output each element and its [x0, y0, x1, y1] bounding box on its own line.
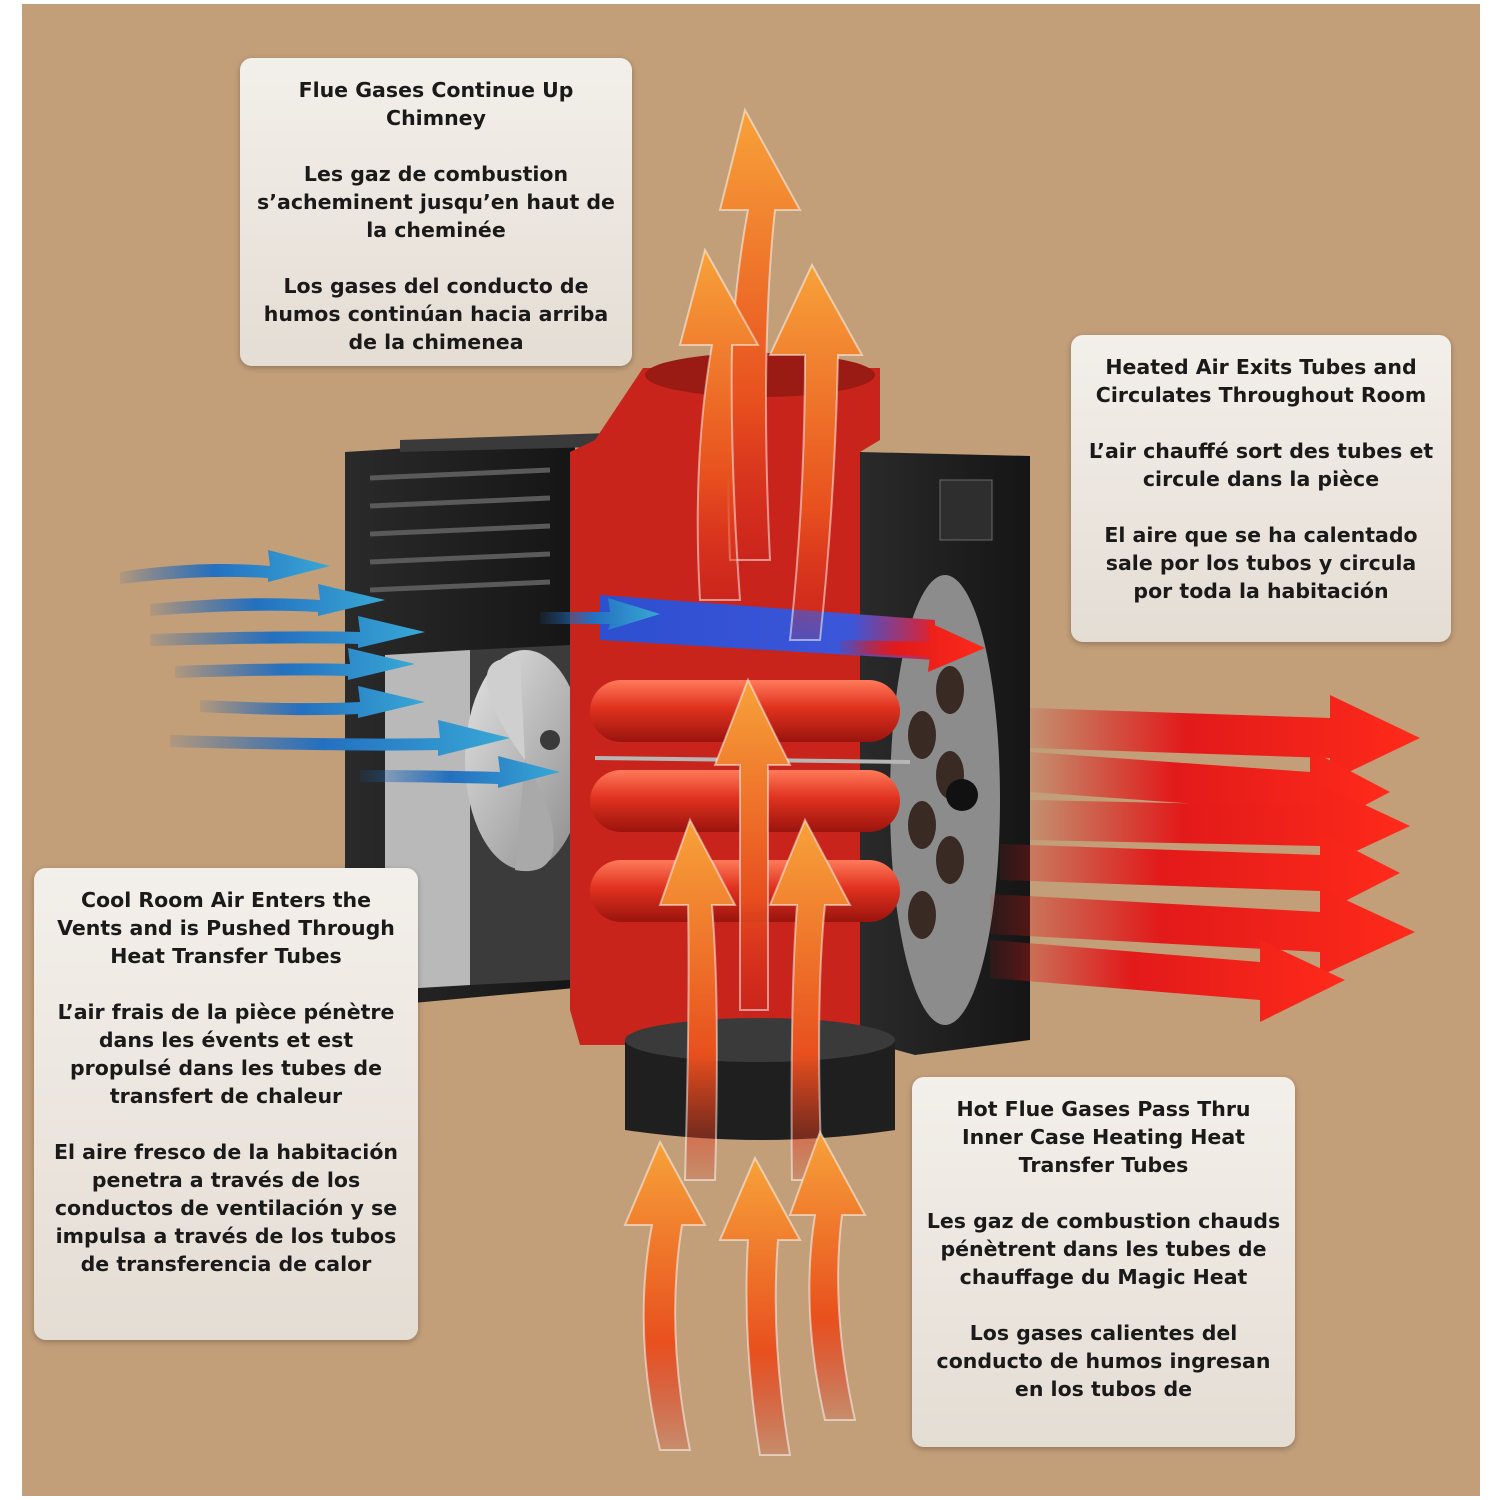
callout-cool-air-en: Cool Room Air Enters the Vents and is Pu… — [57, 888, 395, 968]
callout-flue-gases-es: Los gases del conducto de humos continúa… — [263, 274, 609, 354]
heated-air-arrow — [840, 622, 1420, 1022]
callout-cool-air-fr: L’air frais de la pièce pénètre dans les… — [57, 1000, 395, 1108]
callout-hot-flue-fr: Les gaz de combustion chauds pénètrent d… — [926, 1209, 1281, 1289]
callout-heated-air: Heated Air Exits Tubes and Circulates Th… — [1071, 335, 1451, 642]
callout-hot-flue-es: Los gases calientes del conducto de humo… — [936, 1321, 1271, 1401]
callout-flue-gases: Flue Gases Continue Up Chimney Les gaz d… — [240, 58, 632, 366]
callout-hot-flue-gases: Hot Flue Gases Pass Thru Inner Case Heat… — [912, 1077, 1295, 1447]
right-case — [860, 452, 1030, 1055]
callout-cool-air: Cool Room Air Enters the Vents and is Pu… — [34, 868, 418, 1340]
flue-gas-arrow — [623, 107, 867, 1456]
callout-cool-air-es: El aire fresco de la habitación penetra … — [53, 1140, 398, 1276]
cool-air-arrow — [120, 550, 660, 788]
callout-heated-air-es: El aire que se ha calentado sale por los… — [1104, 523, 1418, 603]
callout-hot-flue-en: Hot Flue Gases Pass Thru Inner Case Heat… — [956, 1097, 1251, 1177]
callout-flue-gases-fr: Les gaz de combustion s’acheminent jusqu… — [257, 162, 615, 242]
callout-flue-gases-en: Flue Gases Continue Up Chimney — [298, 78, 574, 130]
callout-heated-air-fr: L’air chauffé sort des tubes et circule … — [1088, 439, 1434, 491]
fan-icon — [465, 650, 585, 872]
callout-heated-air-en: Heated Air Exits Tubes and Circulates Th… — [1095, 355, 1427, 407]
